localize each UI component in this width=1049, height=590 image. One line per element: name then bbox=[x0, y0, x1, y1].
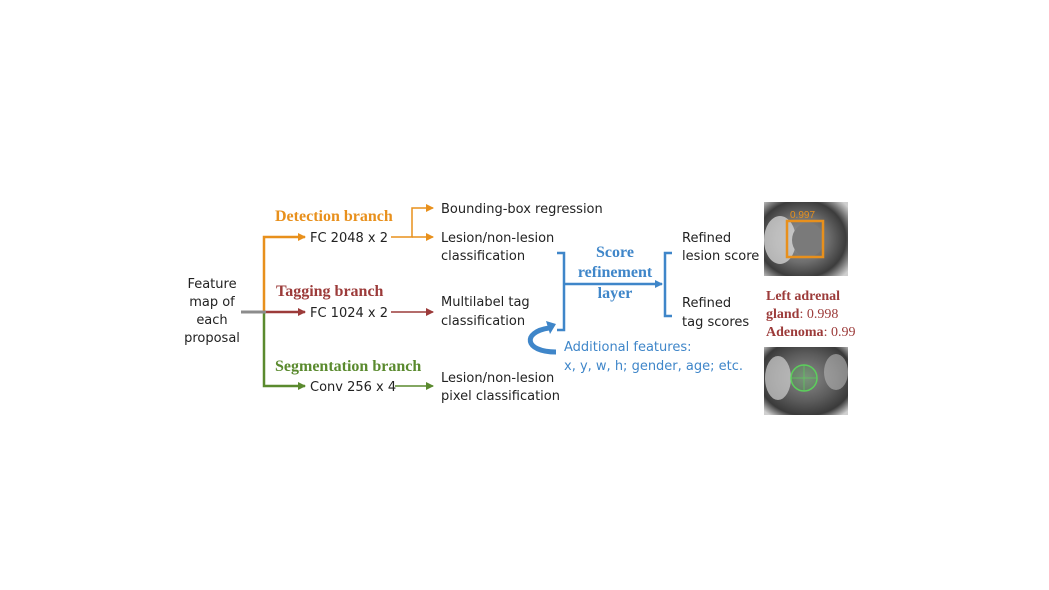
tag-classification-label-line1: Multilabel tag bbox=[441, 295, 530, 310]
detection-box-score: 0.997 bbox=[790, 210, 815, 221]
ct-image-detection: 0.997 bbox=[764, 202, 848, 276]
additional-features-line2: x, y, w, h; gender, age; etc. bbox=[564, 359, 743, 374]
result-tag2-name: Adenoma bbox=[766, 325, 824, 340]
additional-features-line1: Additional features: bbox=[564, 340, 691, 355]
tagging-branch-title: Tagging branch bbox=[276, 283, 384, 300]
refinement-input-bracket bbox=[557, 251, 566, 332]
result-tag1-line2: gland: 0.998 bbox=[766, 307, 838, 322]
segmentation-layer-label: Conv 256 x 4 bbox=[310, 380, 396, 395]
branch-connectors bbox=[241, 233, 306, 390]
refined-tag-scores-line1: Refined bbox=[682, 296, 731, 311]
detection-bbox-arrow bbox=[391, 204, 434, 238]
input-feature-map: Feature map of each proposal bbox=[184, 277, 240, 346]
refined-tag-scores-line2: tag scores bbox=[682, 315, 749, 330]
segmentation-branch-title: Segmentation branch bbox=[275, 358, 421, 375]
pixel-classification-label-line2: pixel classification bbox=[441, 389, 560, 404]
refinement-title-line3: layer bbox=[598, 285, 633, 302]
result-tag2-score: : 0.99 bbox=[824, 325, 856, 340]
result-tag2: Adenoma: 0.99 bbox=[766, 325, 855, 340]
refinement-output-bracket bbox=[663, 251, 672, 318]
input-label-line4: proposal bbox=[184, 331, 240, 346]
detection-bounding-box bbox=[785, 219, 825, 259]
ct-image-segmentation bbox=[764, 347, 848, 415]
refined-lesion-score-line1: Refined bbox=[682, 231, 731, 246]
bbox-regression-label: Bounding-box regression bbox=[441, 202, 603, 217]
input-label-line1: Feature bbox=[187, 277, 236, 292]
segmentation-branch-arrow bbox=[262, 311, 306, 390]
pixel-classification-label-line1: Lesion/non-lesion bbox=[441, 371, 554, 386]
lesion-classification-label-line2: classification bbox=[441, 249, 525, 264]
result-tag1-name-part2: gland bbox=[766, 307, 800, 322]
feedback-curved-arrow bbox=[527, 325, 557, 355]
detection-branch-arrow bbox=[262, 233, 306, 311]
detection-branch-title: Detection branch bbox=[275, 208, 393, 225]
feedback-arrow-head bbox=[546, 321, 556, 334]
input-label-line3: each bbox=[196, 313, 227, 328]
detection-layer-label: FC 2048 x 2 bbox=[310, 231, 388, 246]
tagging-layer-label: FC 1024 x 2 bbox=[310, 306, 388, 321]
result-tag1-score: : 0.998 bbox=[799, 307, 838, 322]
score-refinement-layer: Score refinement layer Additional featur… bbox=[527, 244, 743, 374]
tag-classification-label-line2: classification bbox=[441, 314, 525, 329]
refined-lesion-score-line2: lesion score bbox=[682, 249, 759, 264]
refinement-title-line1: Score bbox=[596, 244, 634, 261]
lesion-classification-label-line1: Lesion/non-lesion bbox=[441, 231, 554, 246]
result-tags: Left adrenal gland: 0.998 Adenoma: 0.99 bbox=[766, 289, 855, 340]
input-label-line2: map of bbox=[189, 295, 235, 310]
refinement-title-line2: refinement bbox=[578, 264, 653, 281]
result-tag1-line1: Left adrenal bbox=[766, 289, 840, 304]
